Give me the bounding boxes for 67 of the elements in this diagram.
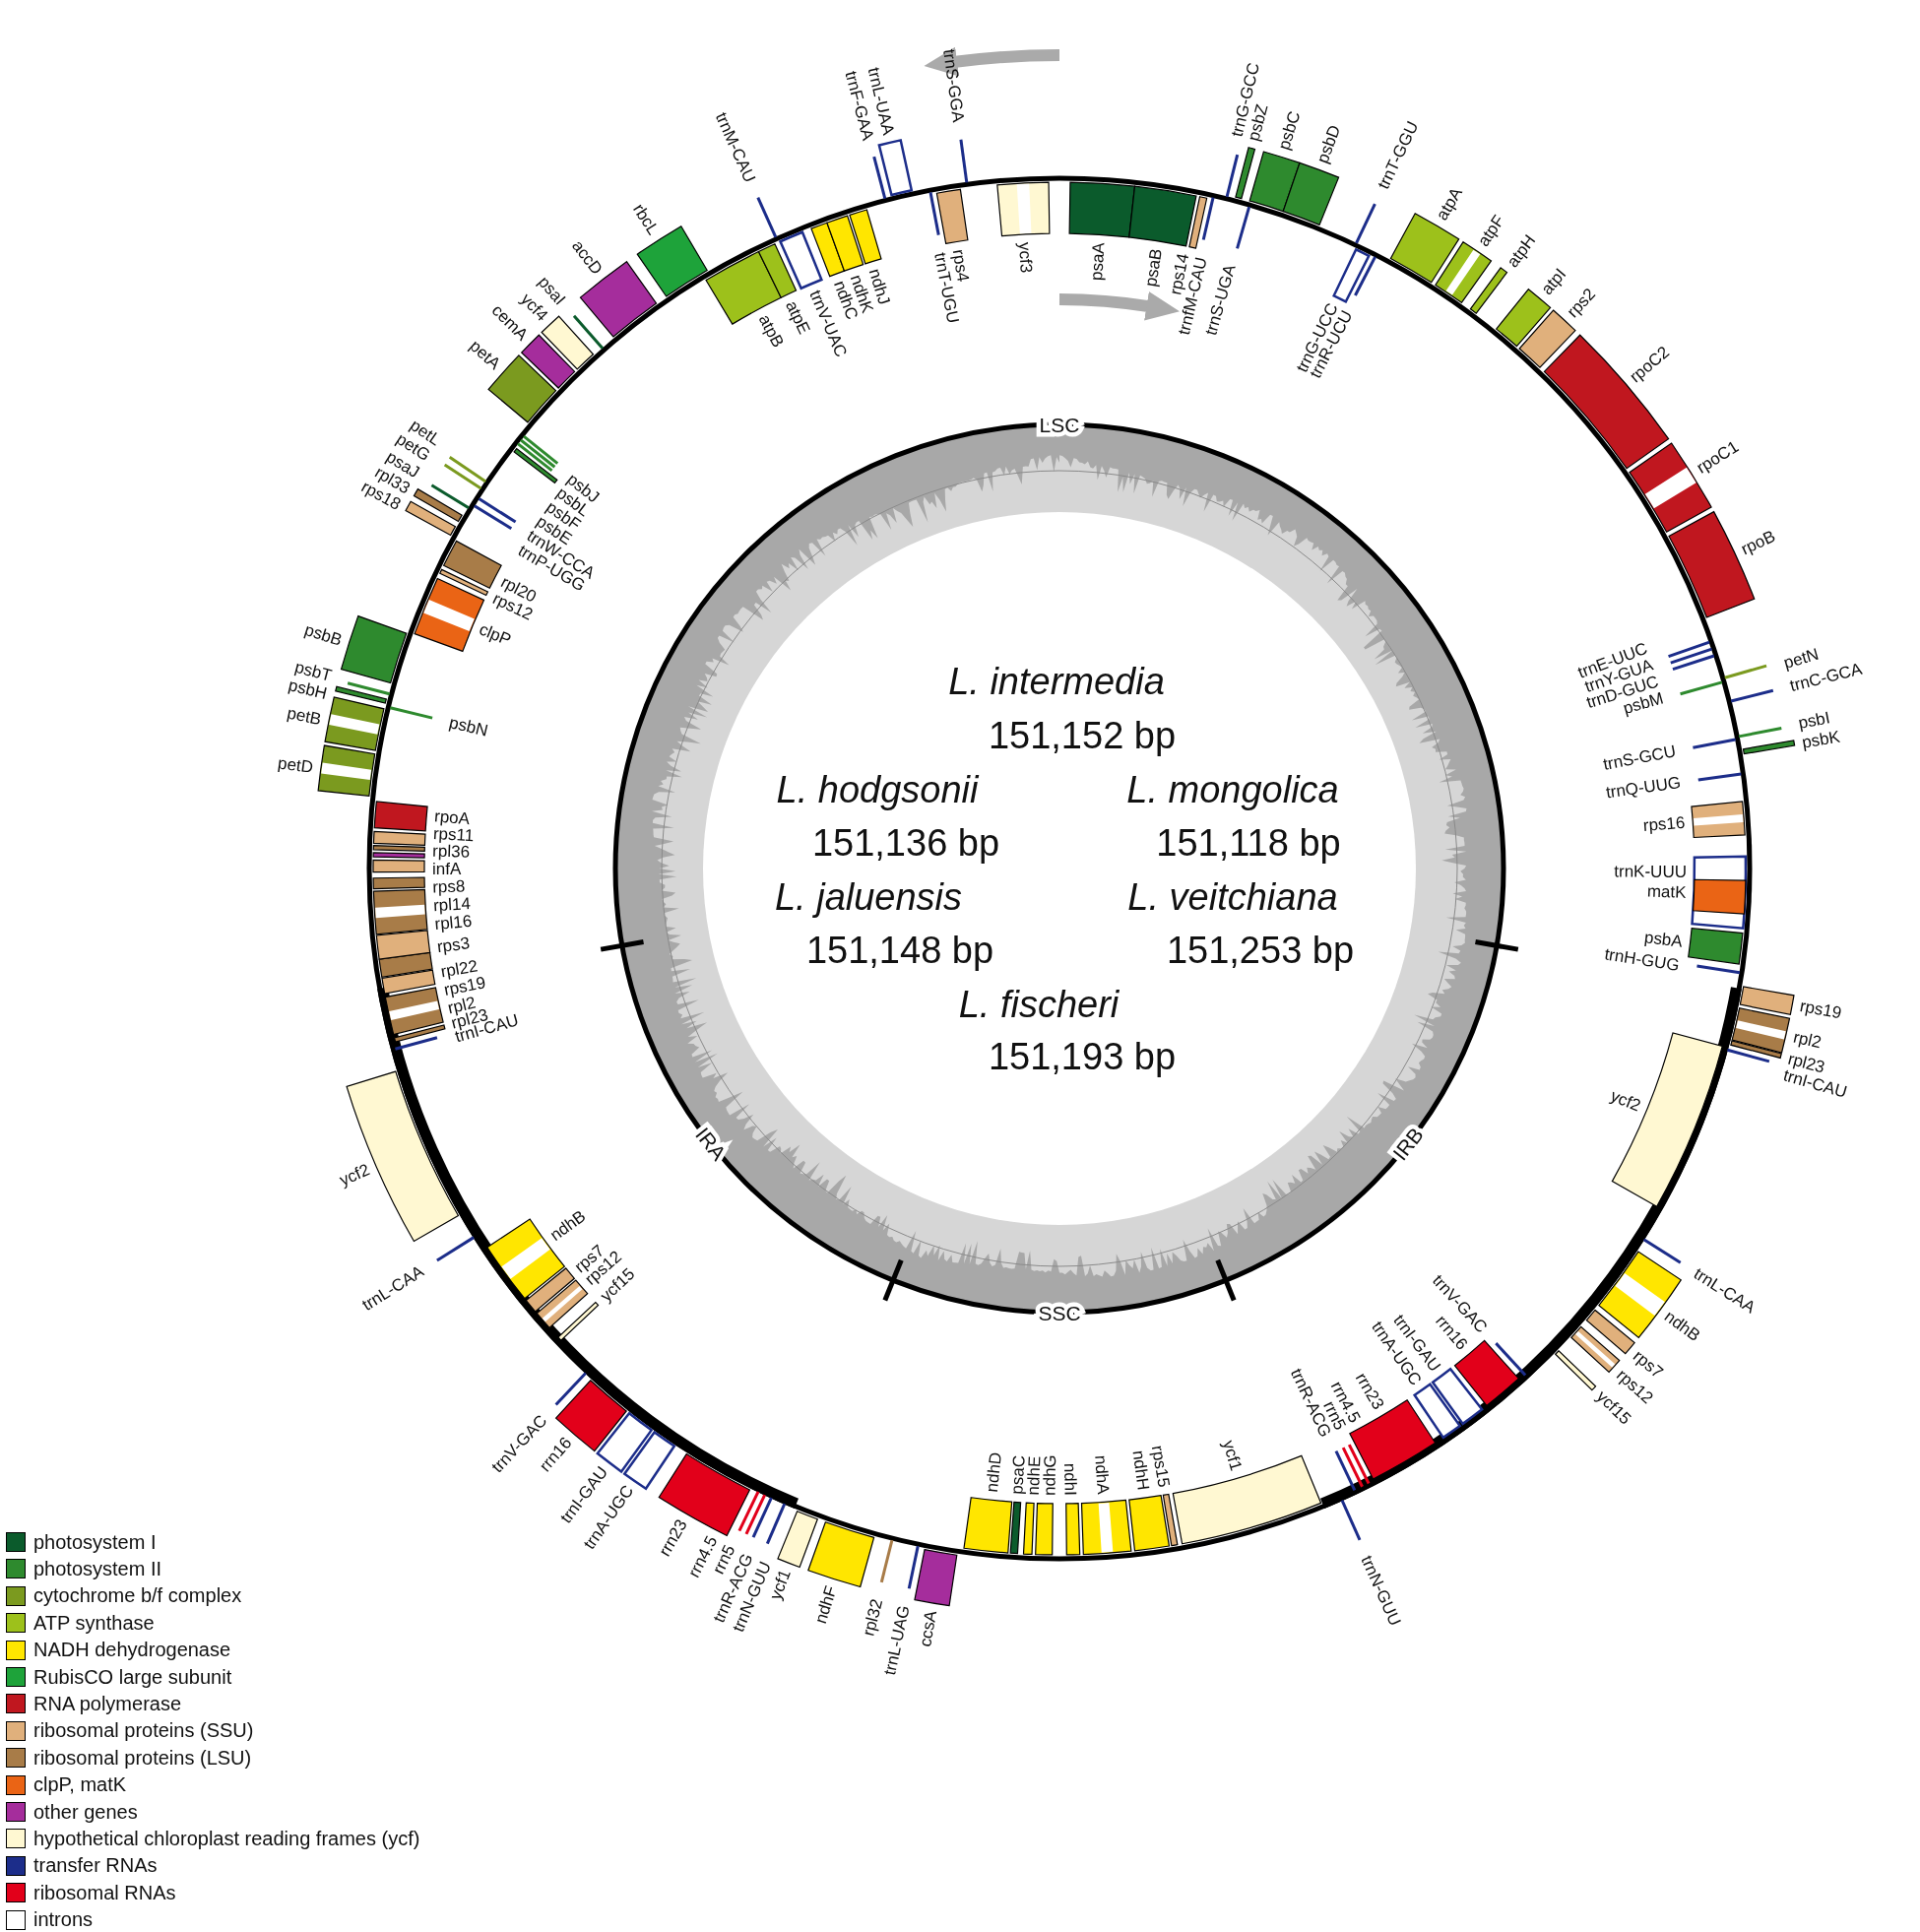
- legend-label: cytochrome b/f complex: [33, 1584, 242, 1608]
- region-label: LSC: [1039, 413, 1080, 436]
- species-name: L. jaluensis: [774, 875, 963, 919]
- legend-label: ribosomal proteins (SSU): [33, 1719, 254, 1743]
- gene-label: ycf2: [337, 1160, 373, 1191]
- gene-label: trnS-GCU: [1601, 741, 1678, 774]
- gene-label: trnQ-UUG: [1604, 773, 1683, 803]
- legend-label: photosystem II: [33, 1557, 162, 1580]
- gene-label: petD: [277, 753, 315, 777]
- legend-label: NADH dehydrogenase: [33, 1639, 231, 1662]
- gene-label: psaB: [1141, 247, 1166, 289]
- legend-label: ribosomal RNAs: [33, 1881, 176, 1904]
- gene-label: rps8: [432, 876, 466, 897]
- genome-size: 151,136 bp: [811, 821, 1000, 865]
- gene-label: ndhA: [1091, 1454, 1113, 1496]
- gene-label: atpB: [754, 311, 788, 351]
- gene-label: psbA: [1643, 928, 1684, 951]
- legend-label: RubisCO large subunit: [33, 1665, 232, 1689]
- region-label: SSC: [1038, 1301, 1081, 1324]
- gene-label: ndhF: [810, 1583, 841, 1626]
- gene-label: clpP: [476, 619, 514, 650]
- gene-label: psbN: [447, 713, 490, 741]
- genome-size: 151,193 bp: [988, 1035, 1177, 1078]
- gene-label: psbD: [1312, 122, 1345, 166]
- gene-label: ycf1: [1218, 1438, 1246, 1473]
- legend-label: transfer RNAs: [33, 1854, 158, 1878]
- genome-size: 151,148 bp: [805, 929, 994, 972]
- species-name: L. hodgsonii: [776, 768, 979, 811]
- gene-label: petB: [285, 703, 323, 730]
- gene-label: rps19: [1798, 997, 1843, 1023]
- gene-label: ndhD: [982, 1450, 1006, 1494]
- legend-label: hypothetical chloroplast reading frames (ycf): [33, 1827, 420, 1850]
- genome-size: 151,152 bp: [988, 714, 1177, 757]
- gene-label: rps3: [435, 934, 472, 957]
- gene-label: ccsA: [916, 1609, 941, 1648]
- gene-label: ndhI: [1060, 1462, 1080, 1497]
- species-name: L. intermedia: [948, 660, 1165, 703]
- legend-label: RNA polymerase: [33, 1692, 182, 1715]
- species-name: L. veitchiana: [1127, 875, 1338, 919]
- legend-label: other genes: [33, 1800, 138, 1824]
- species-name: L. mongolica: [1126, 768, 1339, 811]
- gene-label: ndhB: [1660, 1307, 1704, 1346]
- genome-size: 151,253 bp: [1166, 929, 1355, 972]
- species-name: L. fischeri: [958, 983, 1120, 1026]
- legend-label: ATP synthase: [33, 1611, 155, 1635]
- gene-label: rps16: [1642, 812, 1686, 835]
- gene-label: rpoB: [1738, 526, 1778, 559]
- gene-label: rpl32: [859, 1597, 887, 1639]
- legend-label: clpP, matK: [33, 1773, 127, 1797]
- gene-label: ndhG: [1040, 1454, 1060, 1497]
- gene-label: matK: [1646, 881, 1687, 902]
- gene-label: trnK-UUU: [1614, 862, 1688, 881]
- gene-label: rpoA: [433, 806, 471, 829]
- gene-label: ycf2: [1607, 1086, 1643, 1116]
- gene-label: trnS-GGA: [939, 47, 968, 124]
- gene-label: psbB: [302, 619, 345, 650]
- gene-label: psaA: [1087, 241, 1109, 282]
- legend-label: ribosomal proteins (LSU): [33, 1746, 252, 1770]
- gene-label: ycf3: [1014, 241, 1036, 274]
- legend-label: introns: [33, 1908, 94, 1932]
- region-label: IRB: [1388, 1123, 1428, 1165]
- legend-label: photosystem I: [33, 1530, 157, 1554]
- gene-label: rpl2: [1791, 1027, 1824, 1053]
- gene-label: atpI: [1537, 265, 1570, 298]
- genome-size: 151,118 bp: [1156, 821, 1341, 865]
- gene-label: psbC: [1274, 108, 1305, 153]
- region-label: IRA: [691, 1123, 731, 1165]
